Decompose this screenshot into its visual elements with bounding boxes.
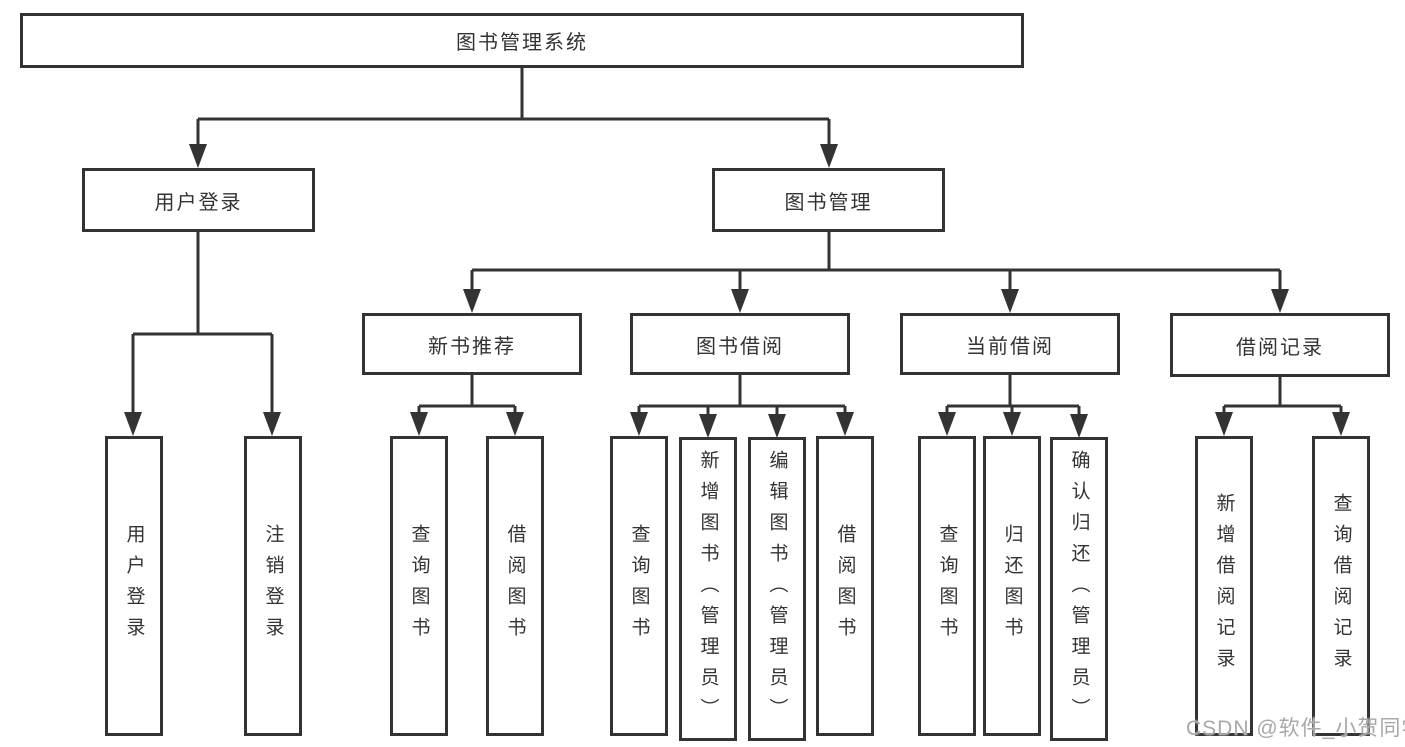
node-leaf-add-borrow-record: 新增借阅记录: [1195, 436, 1253, 736]
node-new-book-recommend: 新书推荐: [362, 313, 582, 375]
node-label: 用户登录: [123, 524, 145, 648]
node-current-borrow: 当前借阅: [900, 313, 1120, 375]
node-leaf-borrow-books-2: 借阅图书: [816, 436, 874, 736]
node-label: 借阅图书: [504, 524, 526, 648]
node-root: 图书管理系统: [20, 13, 1024, 68]
node-label: 编辑图书（管理员）: [766, 449, 788, 729]
node-label: 新增借阅记录: [1213, 493, 1235, 679]
node-leaf-confirm-return-admin: 确认归还（管理员）: [1050, 437, 1108, 741]
node-leaf-edit-books-admin: 编辑图书（管理员）: [748, 437, 806, 741]
node-leaf-return-books: 归还图书: [983, 436, 1041, 736]
node-label: 新增图书（管理员）: [697, 449, 719, 729]
node-label: 归还图书: [1001, 524, 1023, 648]
node-label: 注销登录: [262, 524, 284, 648]
node-leaf-query-books-2: 查询图书: [610, 436, 668, 736]
node-label: 查询图书: [936, 524, 958, 648]
node-leaf-query-books-1: 查询图书: [390, 436, 448, 736]
node-user-login-branch: 用户登录: [82, 168, 315, 232]
node-label: 查询图书: [408, 524, 430, 648]
node-book-management-branch: 图书管理: [712, 168, 945, 232]
node-leaf-user-login: 用户登录: [105, 436, 163, 736]
node-label: 确认归还（管理员）: [1068, 449, 1090, 729]
node-label: 查询图书: [628, 524, 650, 648]
watermark: CSDN @软件_小贺同学: [1186, 717, 1405, 740]
node-leaf-add-books-admin: 新增图书（管理员）: [679, 437, 737, 741]
node-label: 查询借阅记录: [1330, 493, 1352, 679]
node-leaf-borrow-books-1: 借阅图书: [486, 436, 544, 736]
node-label: 借阅图书: [834, 524, 856, 648]
node-leaf-query-borrow-record: 查询借阅记录: [1312, 436, 1370, 736]
node-borrow-records: 借阅记录: [1170, 313, 1390, 377]
node-book-borrow: 图书借阅: [630, 313, 850, 375]
node-leaf-logout: 注销登录: [244, 436, 302, 736]
node-leaf-query-books-3: 查询图书: [918, 436, 976, 736]
